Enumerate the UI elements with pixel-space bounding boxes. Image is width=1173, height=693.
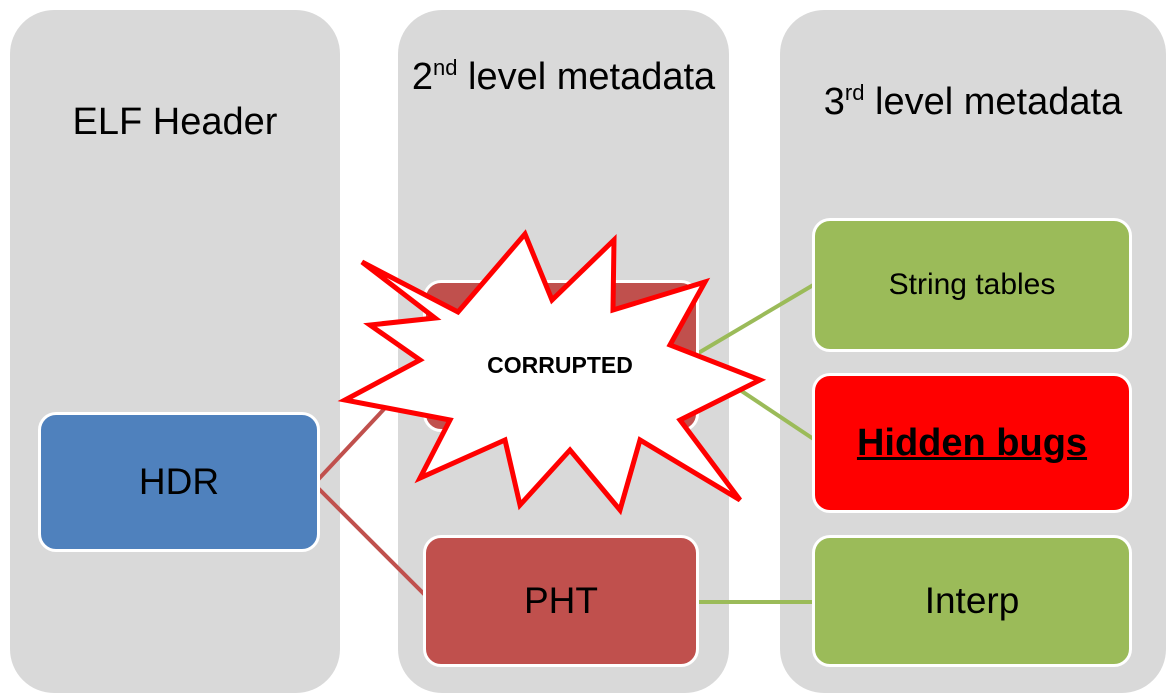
node-pht: PHT	[423, 535, 699, 667]
column-title-second-level: 2nd level metadata	[411, 55, 716, 98]
node-string-tables: String tables	[812, 218, 1132, 352]
connector-sht-string-tables	[693, 282, 817, 357]
connector-hdr-pht	[312, 482, 432, 602]
starburst-shape	[337, 229, 767, 516]
column-title-third-level: 3rd level metadata	[823, 80, 1123, 123]
node-hidden-bugs: Hidden bugs	[812, 373, 1132, 513]
corrupted-label: CORRUPTED	[487, 352, 633, 378]
node-hdr: HDR	[38, 412, 320, 552]
column-title-elf-header: ELF Header	[72, 101, 278, 143]
column-elf-header: ELF Header	[10, 10, 340, 693]
node-interp: Interp	[812, 535, 1132, 667]
